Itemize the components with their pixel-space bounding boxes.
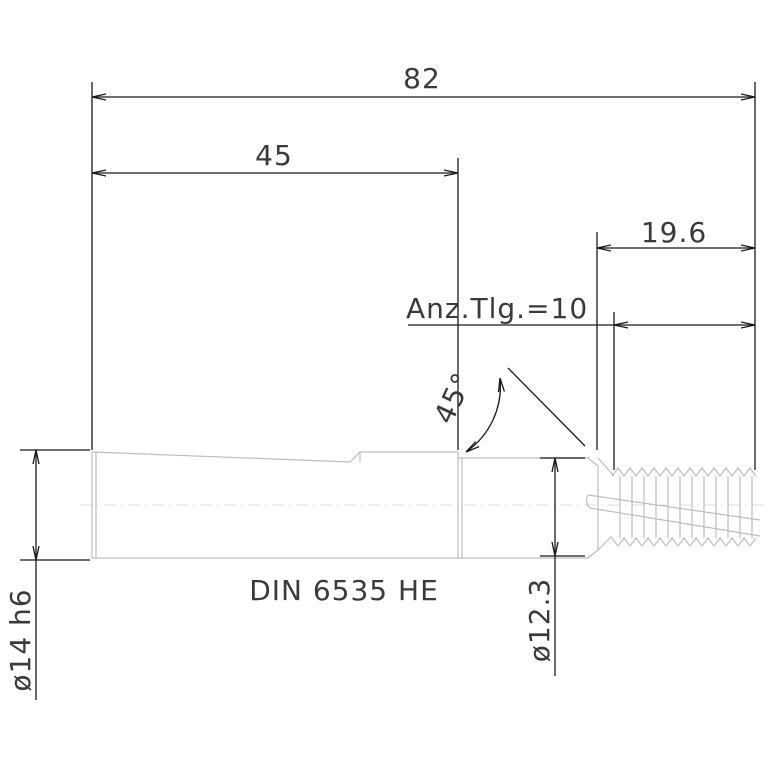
- dimension-labels: 82 45 19.6 Anz.Tlg.=10 45° ø14 h6 ø12.3 …: [4, 62, 707, 692]
- thread-flank-lines: [619, 476, 753, 538]
- dimension-lines: [36, 97, 755, 700]
- thread-teeth-top: [611, 467, 757, 477]
- neck-body: [458, 457, 599, 559]
- label-teeth-count: Anz.Tlg.=10: [406, 292, 588, 325]
- label-d12-3: ø12.3: [523, 578, 556, 662]
- label-d14: ø14 h6: [4, 588, 37, 691]
- angle-arc: [466, 378, 500, 452]
- label-45: 45: [255, 139, 293, 172]
- label-angle: 45°: [427, 367, 479, 429]
- thread-teeth-bottom: [611, 537, 757, 547]
- flute-helix: [585, 494, 761, 537]
- chamfer: [597, 457, 615, 551]
- label-82: 82: [403, 62, 441, 95]
- shank-body: [91, 451, 459, 559]
- label-standard: DIN 6535 HE: [249, 574, 439, 607]
- tool-outline: [80, 451, 767, 559]
- extension-lines: [20, 82, 756, 561]
- label-19-6: 19.6: [641, 216, 707, 249]
